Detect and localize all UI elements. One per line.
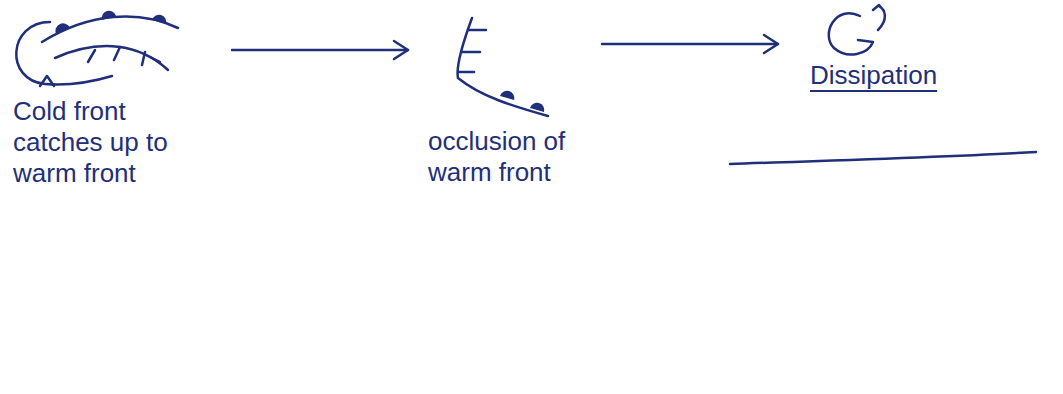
cold-front-ticks xyxy=(88,47,160,65)
dissipation-arrow xyxy=(873,5,885,30)
warm-front-bump xyxy=(55,23,70,34)
dissipation-curl xyxy=(829,13,873,54)
flow-arrow xyxy=(602,35,778,53)
stage-node: occlusion of warm front xyxy=(420,8,590,188)
warm-front-bump xyxy=(102,11,116,20)
stage-caption: occlusion of warm front xyxy=(428,126,590,188)
occluded-front-line xyxy=(458,18,548,116)
occluded-front-ticks xyxy=(458,30,486,72)
stage-node: Cold front catches up to warm front xyxy=(5,8,220,189)
flow-arrow xyxy=(232,41,408,59)
cold-front-line xyxy=(55,46,168,70)
warm-front-bump xyxy=(530,103,544,112)
stage-caption: Dissipation xyxy=(810,60,1000,91)
stage-caption: Cold front catches up to warm front xyxy=(13,96,220,189)
curl-arrowhead xyxy=(40,76,54,86)
warm-front-bump xyxy=(152,15,166,24)
underline-stroke xyxy=(730,152,1036,164)
warm-front-bump xyxy=(500,91,514,100)
stage-node: Dissipation xyxy=(790,2,1000,91)
